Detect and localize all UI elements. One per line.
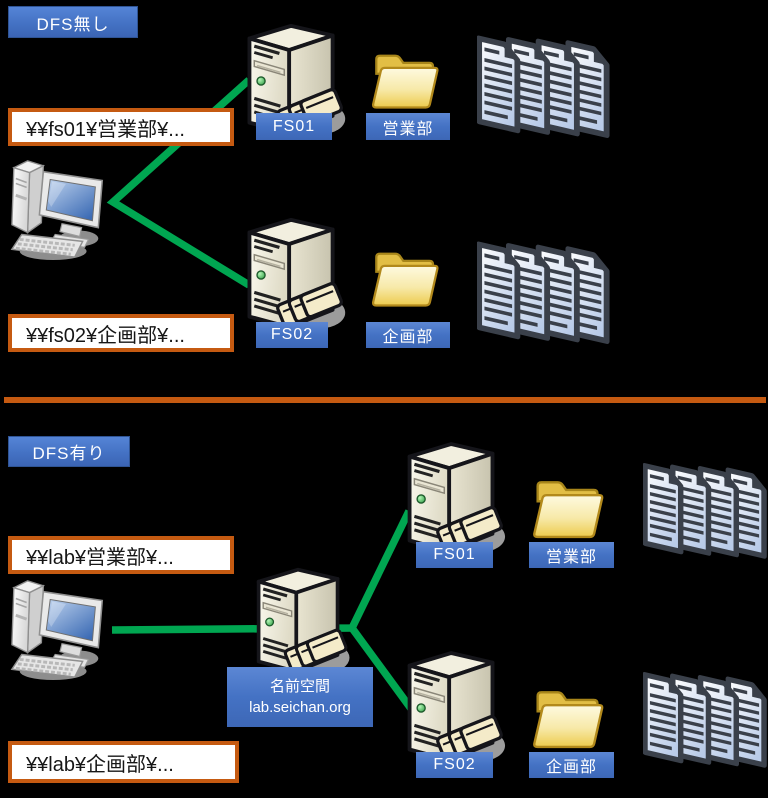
section-divider <box>4 397 766 403</box>
client-computer-icon <box>6 572 116 684</box>
shared-folder-icon <box>370 244 442 312</box>
server-label-fs01: FS01 <box>256 113 332 140</box>
server-label-fs02: FS02 <box>416 752 493 778</box>
documents-stack-icon <box>643 666 768 778</box>
shared-folder-icon <box>370 46 442 114</box>
unc-path-fs01: ¥¥fs01¥営業部¥... <box>8 108 234 146</box>
server-label-fs01: FS01 <box>416 542 493 568</box>
dfs-off-badge: DFS無し <box>8 6 138 38</box>
shared-folder-icon <box>531 684 607 752</box>
documents-stack-icon <box>477 30 613 148</box>
unc-path-lab-sales: ¥¥lab¥営業部¥... <box>8 536 234 574</box>
namespace-server-tower-icon <box>246 566 352 678</box>
client-computer-icon <box>6 152 116 264</box>
namespace-label: 名前空間 lab.seichan.org <box>227 667 373 727</box>
unc-path-lab-planning: ¥¥lab¥企画部¥... <box>8 741 239 783</box>
namespace-label-line2: lab.seichan.org <box>249 699 351 716</box>
folder-label-sales: 営業部 <box>529 542 614 568</box>
file-server-tower-icon <box>398 440 506 558</box>
unc-path-fs02: ¥¥fs02¥企画部¥... <box>8 314 234 352</box>
shared-folder-icon <box>531 474 607 542</box>
namespace-label-line1: 名前空間 <box>269 678 330 695</box>
folder-label-sales: 営業部 <box>366 113 450 140</box>
server-label-fs02: FS02 <box>256 322 328 348</box>
folder-label-planning: 企画部 <box>529 752 614 778</box>
documents-stack-icon <box>477 236 613 354</box>
folder-label-planning: 企画部 <box>366 322 450 348</box>
documents-stack-icon <box>643 457 768 569</box>
file-server-tower-icon <box>398 648 506 768</box>
file-server-tower-icon <box>237 216 347 334</box>
dfs-on-badge: DFS有り <box>8 436 130 467</box>
